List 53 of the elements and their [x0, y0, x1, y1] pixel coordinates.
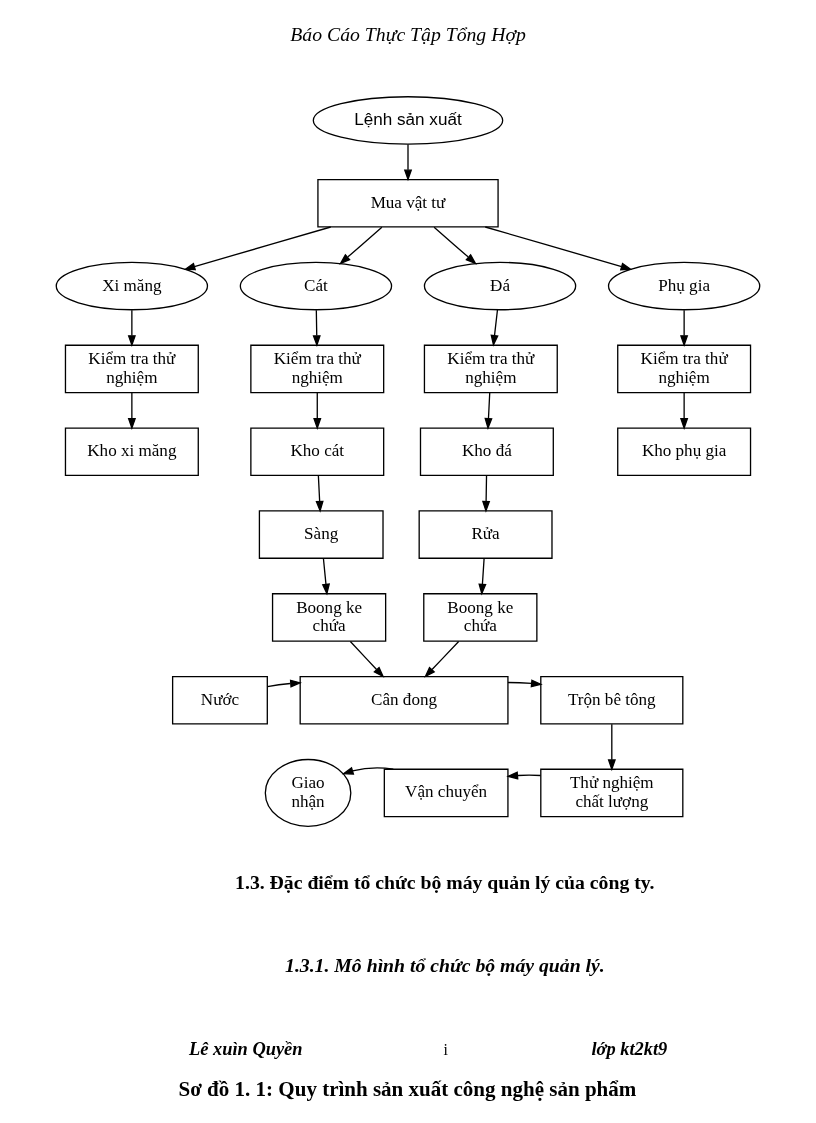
node-ellipse: Cát [239, 261, 393, 311]
arrow [127, 392, 136, 430]
node-box: Cân đong [299, 675, 509, 725]
arrow [266, 679, 302, 688]
label: lớp kt2kt9 [591, 1038, 668, 1059]
node-box: Vận chuyển [383, 768, 509, 818]
arrow [506, 771, 542, 780]
node-box: Kho xi măng [64, 427, 199, 477]
node-box: Boong ke chứa [271, 593, 387, 642]
node-box: Kho phụ gia [617, 427, 752, 477]
arrow [313, 392, 322, 430]
arrow [349, 640, 385, 678]
node-ellipse: Đá [423, 261, 577, 311]
arrow [478, 558, 487, 596]
arrow [484, 226, 633, 271]
node-box: Kho đá [419, 427, 554, 477]
arrow [481, 475, 491, 513]
label: Báo Cáo Thực Tập Tổng Hợp [290, 22, 526, 45]
node-box: Sàng [258, 510, 384, 559]
arrow [507, 679, 543, 688]
arrow [341, 766, 394, 775]
node-box: Trộn bê tông [540, 675, 684, 725]
label: 1.3. Đặc điểm tổ chức bộ máy quản lý của công ty. [235, 870, 655, 893]
arrow [315, 475, 324, 513]
node-ellipse: Giao nhận [264, 758, 352, 827]
node-box: Kiểm tra thử nghiệm [64, 344, 199, 394]
node-box: Nước [171, 675, 268, 725]
arrow [433, 226, 477, 265]
node-box: Mua vật tư [317, 178, 499, 228]
label: Lê xuìn Quyền [189, 1038, 303, 1059]
arrow [484, 392, 493, 430]
arrow [312, 309, 321, 348]
node-box: Kiểm tra thử nghiệm [423, 344, 558, 394]
arrow [127, 309, 136, 348]
arrow [680, 392, 689, 430]
node-box: Boong ke chứa [423, 593, 538, 642]
arrow [490, 309, 499, 347]
caption: Sơ đồ 1. 1: Quy trình sản xuất công nghệ sản phẩm [178, 1076, 637, 1101]
arrow [680, 309, 689, 348]
node-box: Kiểm tra thử nghiệm [250, 344, 385, 394]
node-box: Kiểm tra thử nghiệm [617, 344, 752, 394]
arrow [424, 640, 460, 678]
arrow [183, 226, 332, 271]
arrow [321, 558, 331, 596]
arrow [339, 226, 383, 265]
node-box: Kho cát [250, 427, 385, 477]
arrow [403, 143, 413, 182]
node-ellipse: Lệnh sản xuất [312, 96, 504, 145]
label: i [443, 1041, 448, 1059]
arrow [607, 723, 616, 772]
node-box: Thử nghiệm chất lượng [540, 768, 684, 818]
node-box: Rửa [418, 510, 553, 559]
label: 1.3.1. Mô hình tổ chức bộ máy quản lý. [285, 953, 605, 976]
